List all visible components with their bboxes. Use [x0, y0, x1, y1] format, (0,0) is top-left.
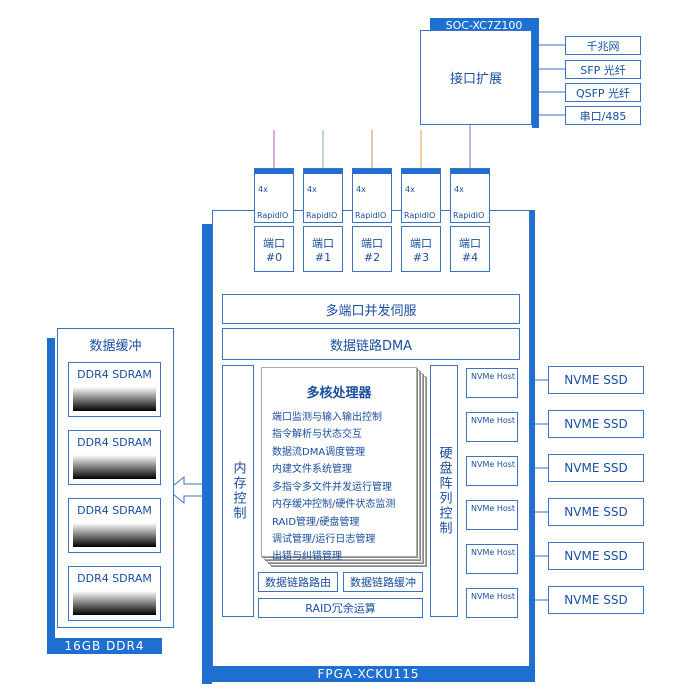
nvme-host-label: NVMe Host: [471, 460, 516, 469]
rapidio-lane-label: 4x: [454, 185, 464, 194]
soc-main-box: 接口扩展: [420, 30, 532, 125]
soc-item-gigabit: 千兆网: [565, 36, 641, 55]
multi-port-servo: 多端口并发伺服: [222, 294, 520, 324]
rapidio-lane-label: 4x: [307, 185, 317, 194]
processor-title: 多核处理器: [306, 386, 372, 401]
ddr4-module-3: DDR4 SDRAM: [68, 566, 161, 621]
rapidio-module-2: 4x RapidIO: [352, 168, 392, 223]
port-0: 端口#0: [254, 226, 294, 272]
nvme-host-0: NVMe Host: [466, 368, 518, 398]
nvme-host-3: NVMe Host: [466, 500, 518, 530]
soc-item-sfp: SFP 光纤: [565, 60, 641, 79]
rapidio-module-4: 4x RapidIO: [450, 168, 490, 223]
rapidio-module-0: 4x RapidIO: [254, 168, 294, 223]
link-routing: 数据链路路由: [258, 572, 338, 592]
nvme-host-1: NVMe Host: [466, 412, 518, 442]
ddr4-label: DDR4 SDRAM: [77, 572, 152, 585]
nvme-host-5: NVMe Host: [466, 588, 518, 618]
ddr4-chip-bar: [73, 387, 156, 411]
soc-side-bar: [532, 18, 539, 128]
buffer-title: 数据缓冲: [89, 339, 142, 354]
nvme-host-2: NVMe Host: [466, 456, 518, 486]
rapidio-name: RapidIO: [355, 211, 387, 220]
nvme-host-label: NVMe Host: [471, 372, 516, 381]
ddr4-chip-bar: [73, 591, 156, 615]
nvme-ssd-2: NVME SSD: [548, 454, 644, 482]
nvme-ssd-5: NVME SSD: [548, 586, 644, 614]
processor-item-6: RAID管理/硬盘管理: [272, 517, 360, 528]
processor-item-7: 调试管理/运行日志管理: [272, 534, 376, 545]
port-2: 端口#2: [352, 226, 392, 272]
ddr4-module-0: DDR4 SDRAM: [68, 362, 161, 417]
rapidio-lane-label: 4x: [356, 185, 366, 194]
nvme-host-4: NVMe Host: [466, 544, 518, 574]
processor-item-2: 数据流DMA调度管理: [272, 447, 366, 458]
nvme-host-label: NVMe Host: [471, 592, 516, 601]
rapidio-lane-label: 4x: [405, 185, 415, 194]
rapidio-name: RapidIO: [453, 211, 485, 220]
nvme-ssd-1: NVME SSD: [548, 410, 644, 438]
raid-redundancy: RAID冗余运算: [258, 598, 423, 618]
rapidio-name: RapidIO: [404, 211, 436, 220]
rapidio-lane-label: 4x: [258, 185, 268, 194]
ddr4-module-1: DDR4 SDRAM: [68, 430, 161, 485]
rapidio-module-1: 4x RapidIO: [303, 168, 343, 223]
processor-item-8: 出错与纠错管理: [272, 551, 342, 562]
rapidio-module-3: 4x RapidIO: [401, 168, 441, 223]
ddr4-label: DDR4 SDRAM: [77, 504, 152, 517]
fpga-right-bar: [528, 210, 535, 680]
link-buffer: 数据链路缓冲: [343, 572, 423, 592]
soc-title-bar: SOC-XC7Z100: [430, 18, 538, 32]
fpga-title-bar: FPGA-XCKU115: [202, 666, 535, 682]
processor-item-0: 端口监测与输入输出控制: [272, 412, 382, 423]
rapidio-name: RapidIO: [306, 211, 338, 220]
nvme-ssd-4: NVME SSD: [548, 542, 644, 570]
ddr4-label: DDR4 SDRAM: [77, 368, 152, 381]
nvme-host-label: NVMe Host: [471, 504, 516, 513]
buffer-footer-bar: 16GB DDR4: [47, 638, 162, 654]
processor-item-4: 多指令多文件并发运行管理: [272, 482, 392, 493]
rapidio-name: RapidIO: [257, 211, 289, 220]
processor-item-1: 指令解析与状态交互: [272, 429, 362, 440]
disk-array-control: 硬盘阵列控制: [430, 365, 458, 617]
link-dma: 数据链路DMA: [222, 328, 520, 360]
nvme-host-label: NVMe Host: [471, 416, 516, 425]
port-1: 端口#1: [303, 226, 343, 272]
soc-item-serial: 串口/485: [565, 106, 641, 125]
nvme-host-label: NVMe Host: [471, 548, 516, 557]
nvme-ssd-3: NVME SSD: [548, 498, 644, 526]
nvme-ssd-0: NVME SSD: [548, 366, 644, 394]
soc-item-qsfp: QSFP 光纤: [565, 83, 641, 102]
fpga-left-bar: [202, 224, 212, 684]
ddr4-module-2: DDR4 SDRAM: [68, 498, 161, 553]
processor-item-5: 内存缓冲控制/硬件状态监测: [272, 499, 396, 510]
port-4: 端口#4: [450, 226, 490, 272]
processor-item-3: 内建文件系统管理: [272, 464, 352, 475]
ddr4-chip-bar: [73, 455, 156, 479]
ddr4-label: DDR4 SDRAM: [77, 436, 152, 449]
buffer-left-bar: [47, 338, 55, 638]
memory-control: 内存控制: [222, 365, 254, 617]
multicore-processor: 多核处理器 端口监测与输入输出控制 指令解析与状态交互 数据流DMA调度管理 内…: [261, 367, 417, 562]
ddr4-chip-bar: [73, 523, 156, 547]
port-3: 端口#3: [401, 226, 441, 272]
